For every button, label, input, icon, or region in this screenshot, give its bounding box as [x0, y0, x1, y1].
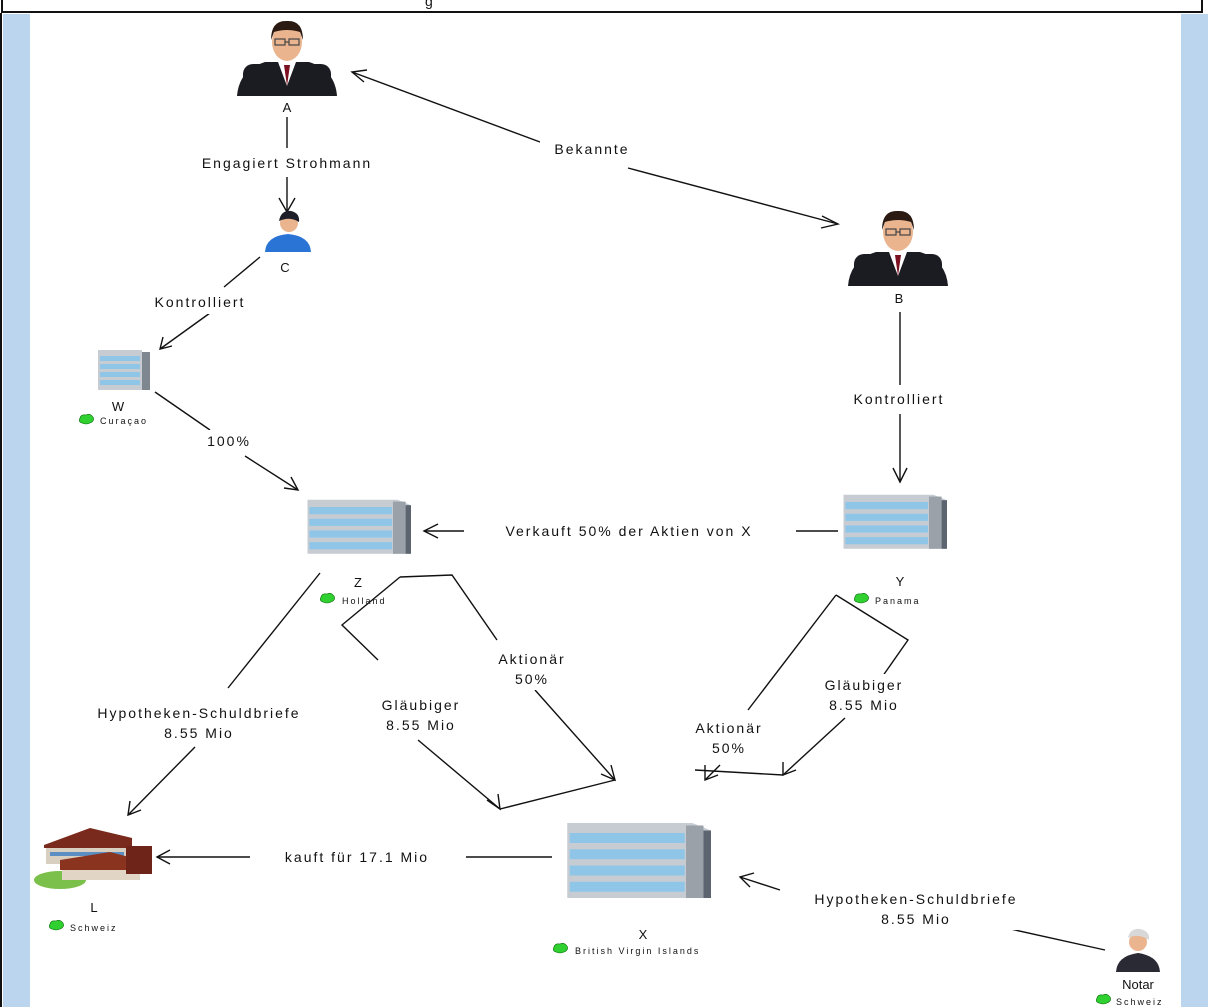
location-marker-icon [49, 920, 64, 931]
arrow-head [283, 476, 300, 491]
edge-label-y-x-glaeubiger-line2: 8.55 Mio [829, 697, 899, 713]
arrow-head [155, 849, 171, 865]
node-location: Schweiz [1116, 997, 1164, 1007]
node-location: Holland [342, 596, 387, 606]
edge-line [534, 689, 616, 781]
edge-label-z-l-line1: Hypotheken-Schuldbriefe [97, 705, 300, 721]
edges [127, 69, 1106, 951]
node-b[interactable]: B [847, 210, 949, 306]
businessman-icon [236, 20, 338, 97]
house-icon [34, 828, 152, 889]
edge-line [835, 594, 909, 681]
edge-label-y-x-aktionaer-line2: 50% [712, 740, 746, 756]
node-label: Z [354, 575, 362, 590]
edge-line [739, 876, 781, 891]
edge-line [747, 594, 837, 711]
node-label: B [895, 291, 904, 306]
node-x[interactable]: X British Virgin Islands [553, 823, 711, 956]
arrow-head [159, 336, 173, 350]
building-icon [307, 499, 411, 554]
node-w[interactable]: W Curaçao [79, 350, 150, 426]
edge-label-z-l-line2: 8.55 Mio [164, 725, 234, 741]
node-l[interactable]: L Schweiz [34, 828, 152, 933]
left-side-panel [3, 14, 30, 1007]
node-location: Curaçao [100, 416, 148, 426]
edge-line [399, 574, 498, 641]
arrow-head [820, 215, 841, 229]
edge-line [154, 391, 211, 431]
arrow-head [486, 793, 501, 811]
title-bar: g [1, 0, 1203, 13]
edge-label-z-x-glaeubiger-line1: Gläubiger [382, 697, 461, 713]
edge-line [227, 572, 321, 689]
arrow-head [600, 764, 617, 782]
node-label: L [90, 900, 97, 915]
node-label: Notar [1122, 977, 1154, 992]
edge-label-c-w: Kontrolliert [155, 294, 246, 310]
location-marker-icon [1096, 994, 1111, 1005]
edge-line [351, 71, 541, 143]
edge-label-z-x-aktionaer-line1: Aktionär [498, 651, 565, 667]
arrow-head [892, 467, 908, 484]
person-icon [265, 210, 311, 252]
node-notar[interactable]: Notar Schweiz [1096, 928, 1164, 1007]
page-title: g [425, 0, 434, 9]
edge-label-a-b: Bekannte [554, 141, 629, 157]
notary-icon [1116, 928, 1160, 972]
edge-label-notar-x-line2: 8.55 Mio [881, 911, 951, 927]
node-c[interactable]: C [265, 210, 311, 275]
node-label: C [280, 260, 289, 275]
edge-label-a-c: Engagiert Strohmann [202, 155, 372, 171]
arrow-head [782, 762, 797, 777]
edge-line [417, 739, 616, 810]
edge-line [704, 764, 721, 781]
edge-label-notar-x-line1: Hypotheken-Schuldbriefe [814, 891, 1017, 907]
diagram-canvas: Engagiert Strohmann Bekannte Kontrollier… [31, 14, 1181, 1007]
node-label: X [639, 927, 648, 942]
node-y[interactable]: Y Panama [843, 494, 948, 606]
edge-labels: Engagiert Strohmann Bekannte Kontrollier… [66, 138, 1052, 930]
edge-label-y-x-glaeubiger-line1: Gläubiger [825, 677, 904, 693]
node-a[interactable]: A [236, 20, 338, 115]
edge-label-z-x-glaeubiger-line2: 8.55 Mio [386, 717, 456, 733]
edge-line [127, 746, 196, 816]
edge-label-y-z: Verkauft 50% der Aktien von X [505, 523, 752, 539]
location-marker-icon [553, 943, 568, 954]
location-marker-icon [854, 593, 869, 604]
node-z[interactable]: Z Holland [307, 499, 412, 606]
node-location: Panama [875, 596, 921, 606]
right-side-panel [1181, 14, 1208, 1007]
frame-border [0, 13, 2, 1007]
node-label: Y [896, 574, 905, 589]
edge-line [627, 167, 839, 225]
building-icon [98, 350, 150, 390]
edge-label-y-x-aktionaer-line1: Aktionär [695, 720, 762, 736]
node-label: A [283, 100, 292, 115]
edge-line [159, 312, 211, 350]
location-marker-icon [320, 593, 335, 604]
node-location: Schweiz [70, 923, 118, 933]
edge-label-x-l: kauft für 17.1 Mio [285, 849, 429, 865]
arrow-head [422, 523, 439, 539]
network-diagram: Engagiert Strohmann Bekannte Kontrollier… [34, 20, 1164, 1007]
arrow-head [350, 69, 368, 83]
edge-label-b-y: Kontrolliert [854, 391, 945, 407]
edge-line [340, 576, 401, 661]
businessman-icon [847, 210, 949, 287]
edge-label-w-z: 100% [207, 433, 251, 449]
arrow-head [738, 872, 755, 888]
edge-label-z-x-aktionaer-line2: 50% [515, 671, 549, 687]
node-label: W [112, 399, 125, 414]
node-location: British Virgin Islands [575, 946, 700, 956]
arrow-head [127, 800, 142, 817]
edge-line [223, 256, 261, 288]
location-marker-icon [79, 414, 94, 425]
building-icon [843, 494, 947, 549]
building-icon [567, 823, 711, 898]
edge-line [244, 455, 299, 491]
